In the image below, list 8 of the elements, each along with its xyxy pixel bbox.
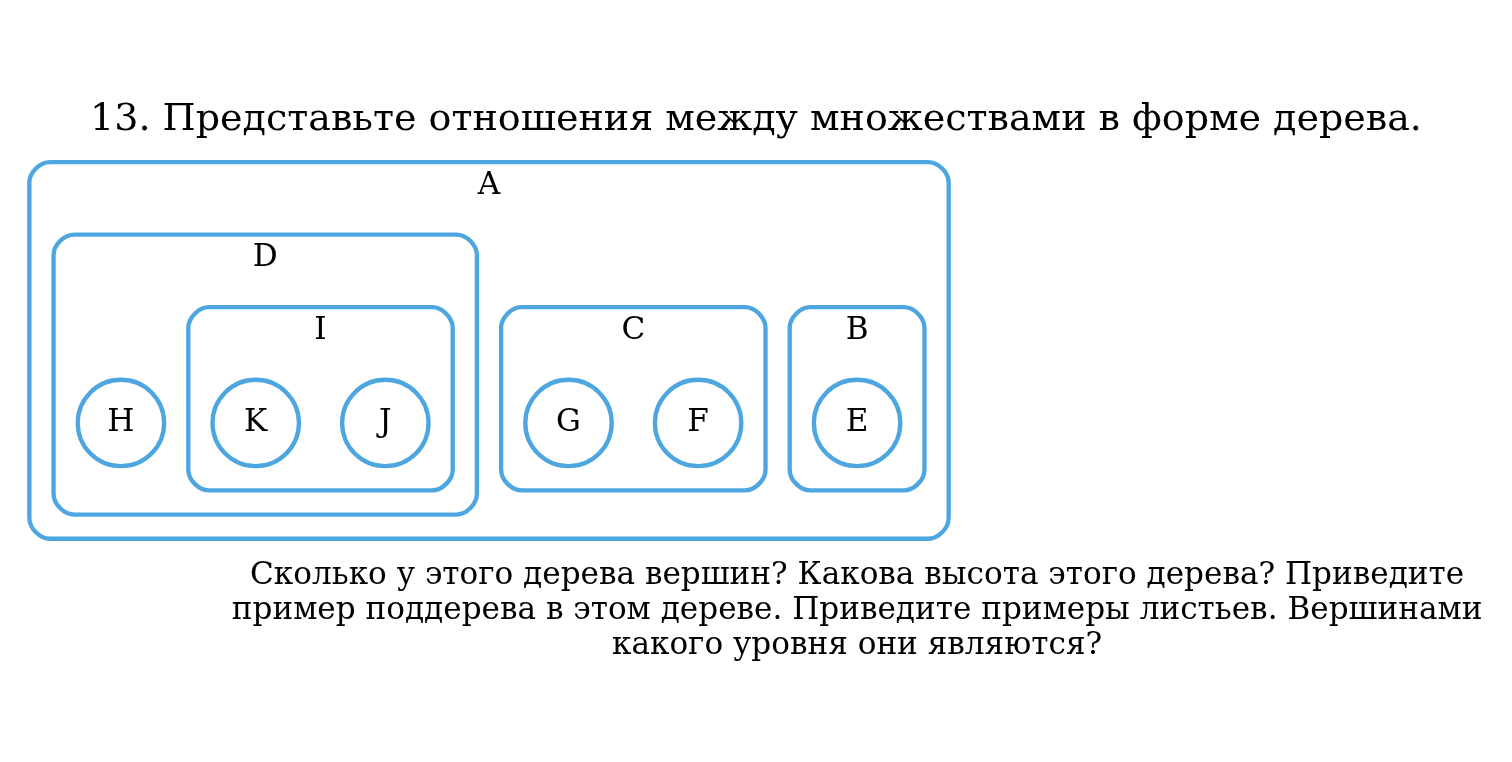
- node-circle: K: [210, 377, 302, 468]
- caption: Сколько у этого дерева вершин? Какова высота этого дерева? Приведите пример поддерева в этом дереве. Приведите примеры листьев. Вершинами какого уровня они являются?: [231, 554, 1483, 660]
- diagram-title: 13. Представьте отношения между множествами в форме дерева.: [90, 94, 1422, 139]
- node-circle: H: [75, 377, 167, 468]
- node-circle: G: [523, 377, 614, 468]
- node-circle: E: [811, 377, 903, 468]
- node-circle: J: [339, 377, 431, 468]
- node-circle: F: [652, 377, 744, 468]
